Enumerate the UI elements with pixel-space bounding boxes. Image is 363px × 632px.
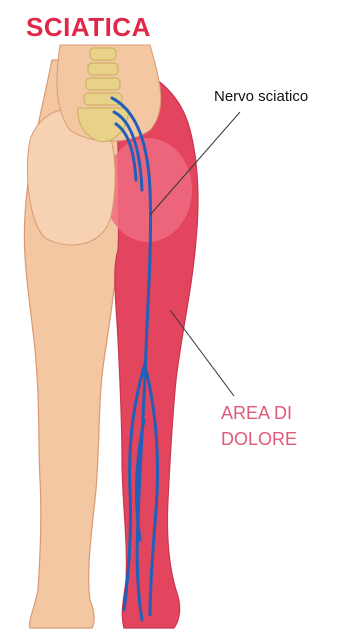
pain-area-label: AREA DI DOLORE — [221, 400, 341, 452]
nerve-label: Nervo sciatico — [214, 88, 308, 105]
pain-label-line1: AREA DI — [221, 400, 341, 426]
pain-label-line2: DOLORE — [221, 426, 341, 452]
page-title: SCIATICA — [26, 12, 151, 43]
right-buttock — [104, 138, 192, 242]
